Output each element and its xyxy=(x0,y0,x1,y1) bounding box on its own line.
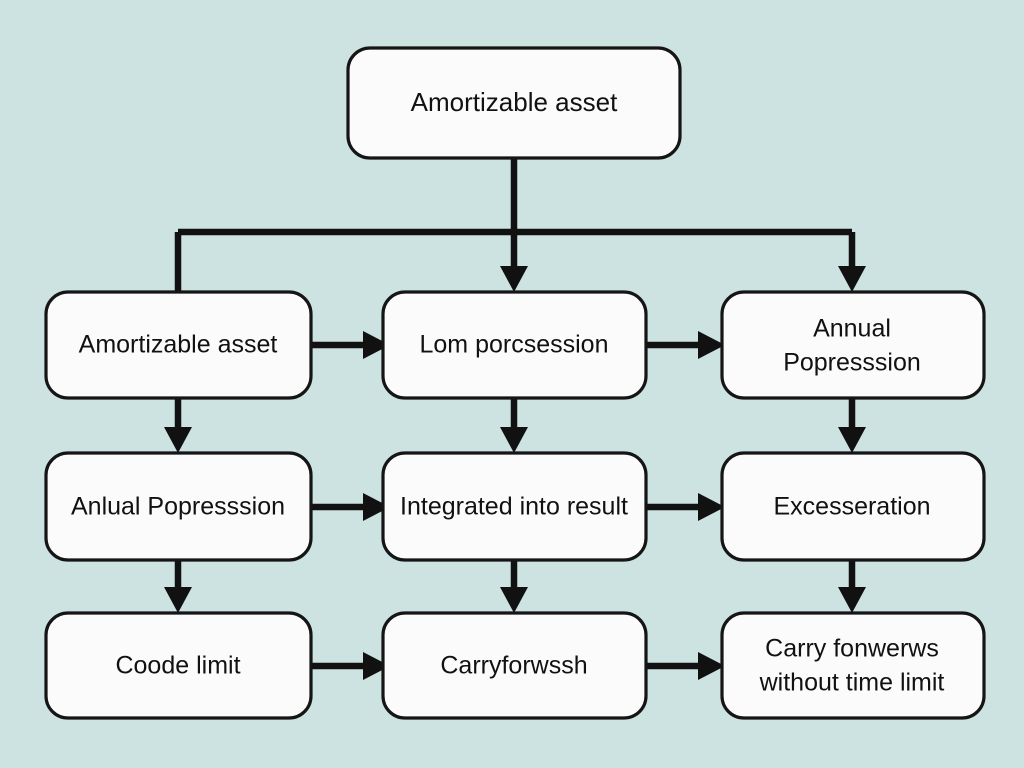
node-r1c3-label-line1: Annual xyxy=(813,315,891,343)
node-r2c2-shape[interactable] xyxy=(381,451,648,562)
arrowhead-r1c1-to-r1c2 xyxy=(363,331,390,359)
node-r3c1-label: Coode limit xyxy=(115,652,240,680)
node-r3c2-label: Carryforwssh xyxy=(440,652,587,680)
node-r1c3-shape[interactable] xyxy=(720,290,986,400)
node-r3c3-label-line2: without time limit xyxy=(759,669,945,697)
arrowhead-r1c2-to-r2c2 xyxy=(500,427,528,453)
node-r3c3-label-line1: Carry fonwerws xyxy=(765,635,939,663)
arrowhead-bus-to-r1c3 xyxy=(838,266,866,292)
node-r3c1-shape[interactable] xyxy=(44,611,313,720)
node-root-shape[interactable] xyxy=(346,46,682,160)
arrowhead-r2c1-to-r2c2 xyxy=(363,493,390,521)
node-r2c1-shape[interactable] xyxy=(44,451,313,562)
arrowhead-r3c2-to-r3c3 xyxy=(698,652,725,680)
node-r1c3[interactable]: Annual Popresssion xyxy=(720,290,986,400)
node-r2c3-shape[interactable] xyxy=(720,451,986,562)
node-r2c3-label: Excesseration xyxy=(773,493,930,521)
node-r2c1[interactable]: Anlual Popresssion xyxy=(44,451,313,562)
node-r3c2-shape[interactable] xyxy=(381,611,648,720)
node-r1c2[interactable]: Lom porcsession xyxy=(381,290,648,400)
node-r1c2-label: Lom porcsession xyxy=(420,331,609,359)
node-r2c2-label: Integrated into result xyxy=(400,493,628,521)
node-r1c1[interactable]: Amortizable asset xyxy=(44,290,313,400)
arrowhead-r2c2-to-r3c2 xyxy=(500,587,528,613)
arrowhead-r3c1-to-r3c2 xyxy=(363,652,390,680)
node-r1c1-shape[interactable] xyxy=(44,290,313,400)
node-r3c1[interactable]: Coode limit xyxy=(44,611,313,720)
node-root[interactable]: Amortizable asset xyxy=(346,46,682,160)
arrowhead-bus-to-r1c2 xyxy=(500,266,528,292)
node-r2c3[interactable]: Excesseration xyxy=(720,451,986,562)
arrowhead-r1c2-to-r1c3 xyxy=(698,331,725,359)
node-r3c3[interactable]: Carry fonwerws without time limit xyxy=(720,611,986,720)
arrowhead-r2c3-to-r3c3 xyxy=(838,587,866,613)
node-root-label: Amortizable asset xyxy=(411,87,618,117)
node-layer: Amortizable asset Amortizable asset Lom … xyxy=(44,46,986,720)
node-r2c2[interactable]: Integrated into result xyxy=(381,451,648,562)
arrowhead-r1c3-to-r2c3 xyxy=(838,427,866,453)
node-r2c1-label: Anlual Popresssion xyxy=(71,493,285,521)
arrowhead-r2c2-to-r2c3 xyxy=(698,493,725,521)
connector-layer xyxy=(164,158,866,680)
node-r3c2[interactable]: Carryforwssh xyxy=(381,611,648,720)
node-r1c3-label-line2: Popresssion xyxy=(783,349,921,377)
node-r1c1-label: Amortizable asset xyxy=(79,331,278,359)
node-r3c3-shape[interactable] xyxy=(720,611,986,720)
arrowhead-r1c1-to-r2c1 xyxy=(164,427,192,453)
arrowhead-r2c1-to-r3c1 xyxy=(164,587,192,613)
node-r1c2-shape[interactable] xyxy=(381,290,648,400)
